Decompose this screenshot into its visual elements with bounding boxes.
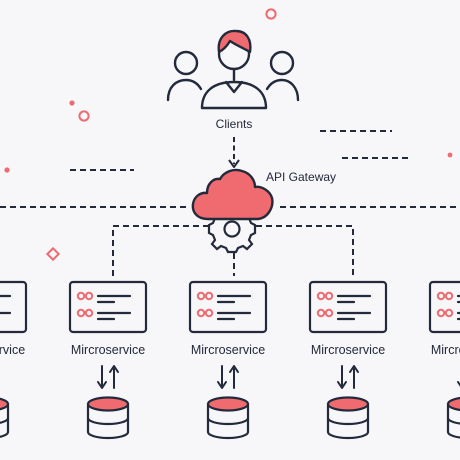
user-left-body (166, 78, 203, 102)
database-icon (206, 396, 250, 440)
cloud-shape (191, 168, 274, 221)
users-group-icon (166, 29, 300, 110)
user-center-body (200, 80, 268, 110)
link-to-service-2 (112, 225, 209, 276)
database-icon (86, 396, 130, 440)
clients-to-gateway-arrow (228, 137, 240, 168)
microservice-label: Mircroservice (0, 343, 25, 357)
clients-label: Clients (216, 117, 253, 131)
service-window-icon (188, 280, 268, 334)
user-right-body (265, 78, 300, 102)
microservice-label: Mircroservice (311, 343, 385, 357)
microservice-4: Mircroservice (308, 280, 388, 440)
gateway-bus (0, 206, 460, 276)
user-center-collar (224, 80, 244, 94)
services-layer: Mircroservice Mircroservice Mircroservice M… (0, 280, 460, 440)
gateway-label: API Gateway (266, 170, 336, 184)
decor-ring (265, 8, 277, 20)
service-window-icon (428, 280, 460, 334)
decor-dot (4, 167, 10, 173)
decor-dot (69, 100, 75, 106)
decorative-dots (4, 8, 453, 262)
decorative-dashes (70, 130, 412, 171)
microservice-label: Mircroservice (431, 343, 460, 357)
sync-arrows-icon (97, 365, 119, 389)
microservice-2: Mircroservice (68, 280, 148, 440)
service-window-icon (68, 280, 148, 334)
microservice-3: Mircroservice (188, 280, 268, 440)
database-icon (446, 396, 460, 439)
microservice-1: Mircroservice (0, 280, 28, 438)
decor-dot (447, 152, 453, 158)
sync-arrows-icon (337, 365, 359, 389)
cloud-gear-icon (191, 168, 274, 254)
decor-diamond (45, 246, 61, 262)
service-window-icon (308, 280, 388, 334)
database-icon (0, 397, 10, 438)
user-left-head (173, 50, 199, 76)
decor-ring (78, 110, 90, 122)
link-to-service-4 (256, 225, 354, 276)
user-center-hair (217, 29, 252, 54)
database-icon (326, 396, 370, 440)
service-window-icon (0, 280, 28, 334)
microservice-5: Mircroservice (428, 280, 460, 439)
microservice-label: Mircroservice (191, 343, 265, 357)
sync-arrows-icon (217, 365, 239, 389)
user-right-head (269, 50, 295, 76)
sync-arrows-icon (457, 381, 460, 387)
microservice-label: Mircroservice (71, 343, 145, 357)
